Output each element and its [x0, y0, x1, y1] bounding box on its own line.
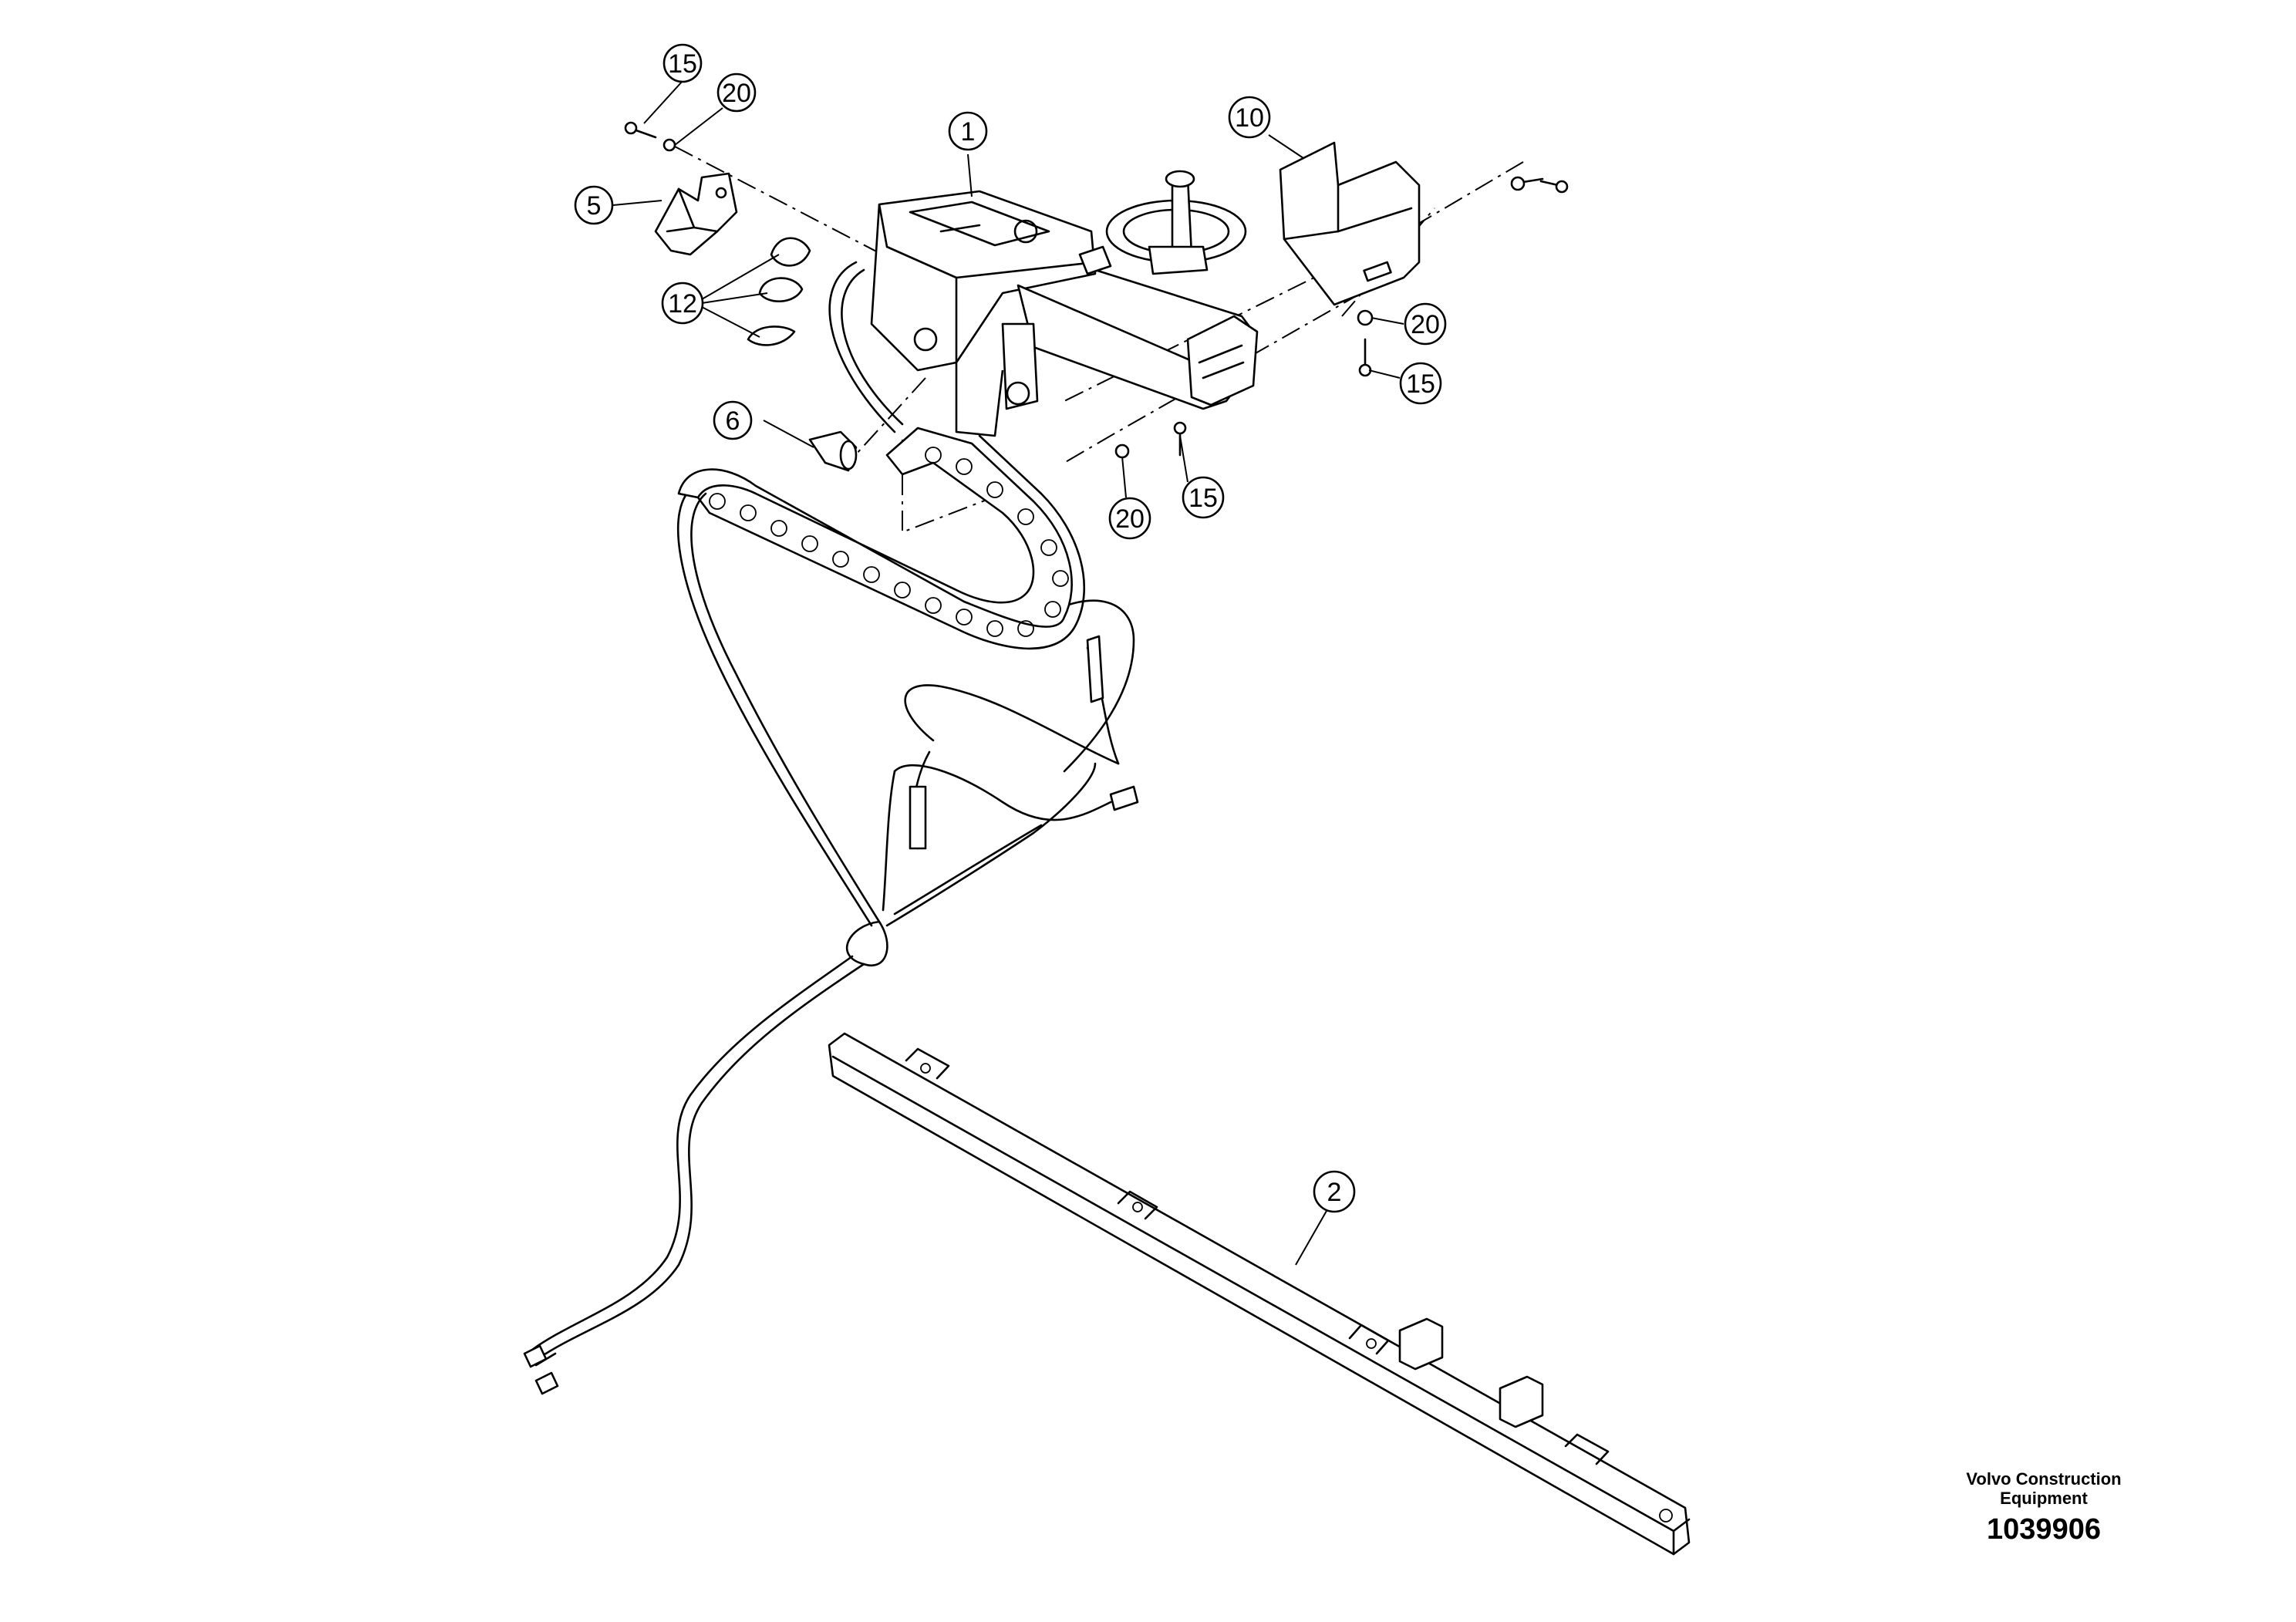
- svg-text:12: 12: [668, 289, 697, 319]
- svg-text:6: 6: [726, 406, 740, 436]
- chain-links: [709, 447, 1069, 637]
- callout-20-center: 20: [1108, 497, 1151, 540]
- svg-text:20: 20: [1115, 504, 1145, 534]
- rail-part-2: [828, 1032, 1691, 1556]
- callout-15-center: 15: [1182, 476, 1225, 519]
- svg-text:2: 2: [1327, 1178, 1342, 1207]
- callout-12: 12: [661, 282, 704, 325]
- svg-text:10: 10: [1235, 103, 1264, 133]
- svg-text:15: 15: [668, 49, 697, 79]
- svg-text:20: 20: [722, 79, 751, 108]
- cable-carrier-chain: [677, 427, 1085, 650]
- svg-text:20: 20: [1411, 310, 1440, 339]
- svg-text:5: 5: [587, 191, 602, 221]
- control-console-part-1: [870, 170, 1259, 437]
- callout-15-right: 15: [1399, 362, 1442, 405]
- callout-5: 5: [574, 185, 614, 225]
- cap-part-6: [808, 430, 858, 472]
- svg-text:15: 15: [1406, 369, 1435, 399]
- callout-1: 1: [948, 111, 988, 151]
- callout-15-top: 15: [663, 43, 703, 83]
- hoses: [523, 261, 1139, 1395]
- brand-subtitle: Equipment: [2000, 1489, 2088, 1508]
- callout-10: 10: [1228, 96, 1271, 139]
- brand-name: Volvo Construction: [1966, 1469, 2122, 1489]
- callout-6: 6: [713, 400, 753, 440]
- cover-plate-part-10: [1279, 141, 1421, 306]
- svg-text:15: 15: [1188, 484, 1218, 513]
- drawing-number: 1039906: [1987, 1513, 2101, 1546]
- screws-and-washers: [624, 121, 1569, 459]
- bracket-part-5: [654, 172, 738, 256]
- leader-lines: [612, 80, 1404, 1266]
- callout-20-top: 20: [716, 73, 757, 113]
- svg-text:1: 1: [961, 117, 976, 147]
- clamps-part-12: [747, 237, 811, 346]
- callout-2: 2: [1313, 1170, 1356, 1213]
- callout-20-right: 20: [1404, 302, 1447, 346]
